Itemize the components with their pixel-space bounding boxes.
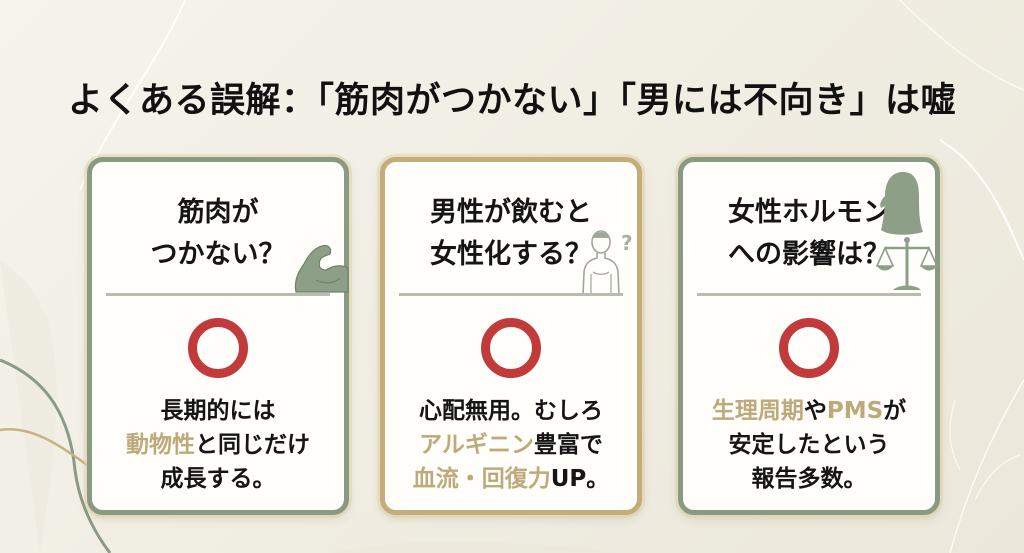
answer-line: 動物性と同じだけ <box>92 428 344 462</box>
misconception-card-hormone: 女性ホルモン への影響は？ 生理周期やPMSが 安定したという 報告多数。 <box>678 157 940 515</box>
answer-text: 成長する。 <box>160 466 276 492</box>
answer-line: アルギニン豊富で <box>385 428 637 462</box>
question-line: 女性化する？ <box>430 239 592 270</box>
card-answer: 長期的には 動物性と同じだけ 成長する。 <box>92 394 344 496</box>
answer-text: 長期的には <box>160 398 276 424</box>
answer-line: 成長する。 <box>92 462 344 496</box>
answer-text: と同じだけ <box>195 432 310 458</box>
circle-correct-icon <box>779 318 839 378</box>
question-line: 女性ホルモン <box>728 197 890 228</box>
circle-correct-icon <box>188 318 248 378</box>
answer-text: が <box>883 398 907 424</box>
answer-text: UP。 <box>550 466 610 492</box>
answer-text: 安定したという <box>728 432 890 458</box>
card-question: 女性ホルモン への影響は？ <box>683 192 935 276</box>
card-answer: 生理周期やPMSが 安定したという 報告多数。 <box>683 394 935 496</box>
answer-line: 生理周期やPMSが <box>683 394 935 428</box>
page-title: よくある誤解：「筋肉がつかない」「男には不向き」は嘘 <box>67 81 956 121</box>
answer-highlight: 血流・回復力 <box>412 466 551 492</box>
answer-text: や <box>803 398 827 424</box>
answer-line: 心配無用。むしろ <box>385 394 637 428</box>
answer-line: 報告多数。 <box>683 462 935 496</box>
answer-highlight: PMS <box>826 398 884 424</box>
answer-highlight: 動物性 <box>126 432 195 458</box>
answer-text: 報告多数。 <box>751 466 867 492</box>
misconception-card-muscle: 筋肉が つかない？ 長期的には 動物性と同じだけ 成長する。 <box>87 157 349 515</box>
man-question-icon: ? <box>582 230 633 296</box>
circle-correct-icon <box>481 318 541 378</box>
question-line: 男性が飲むと <box>430 197 592 228</box>
answer-text: 心配無用。むしろ <box>419 398 603 424</box>
question-line: つかない？ <box>150 239 286 270</box>
answer-highlight: 生理周期 <box>711 398 804 424</box>
flexed-arm-icon <box>294 244 349 293</box>
woman-scale-icon <box>875 172 939 290</box>
question-line: への影響は？ <box>728 239 890 270</box>
card-divider <box>106 293 330 296</box>
misconception-card-feminization: 男性が飲むと 女性化する？ ? 心配無用。むしろ アルギニン豊富で 血流・回復力… <box>380 157 642 515</box>
card-divider <box>697 293 921 296</box>
answer-line: 血流・回復力UP。 <box>385 462 637 496</box>
card-answer: 心配無用。むしろ アルギニン豊富で 血流・回復力UP。 <box>385 394 637 496</box>
answer-text: 豊富で <box>533 432 603 458</box>
card-question: 筋肉が つかない？ <box>92 192 344 276</box>
svg-text:?: ? <box>621 231 633 255</box>
card-question: 男性が飲むと 女性化する？ <box>385 192 637 276</box>
card-divider <box>399 293 623 296</box>
answer-highlight: アルギニン <box>419 432 534 458</box>
answer-line: 長期的には <box>92 394 344 428</box>
question-line: 筋肉が <box>177 197 259 228</box>
answer-line: 安定したという <box>683 428 935 462</box>
